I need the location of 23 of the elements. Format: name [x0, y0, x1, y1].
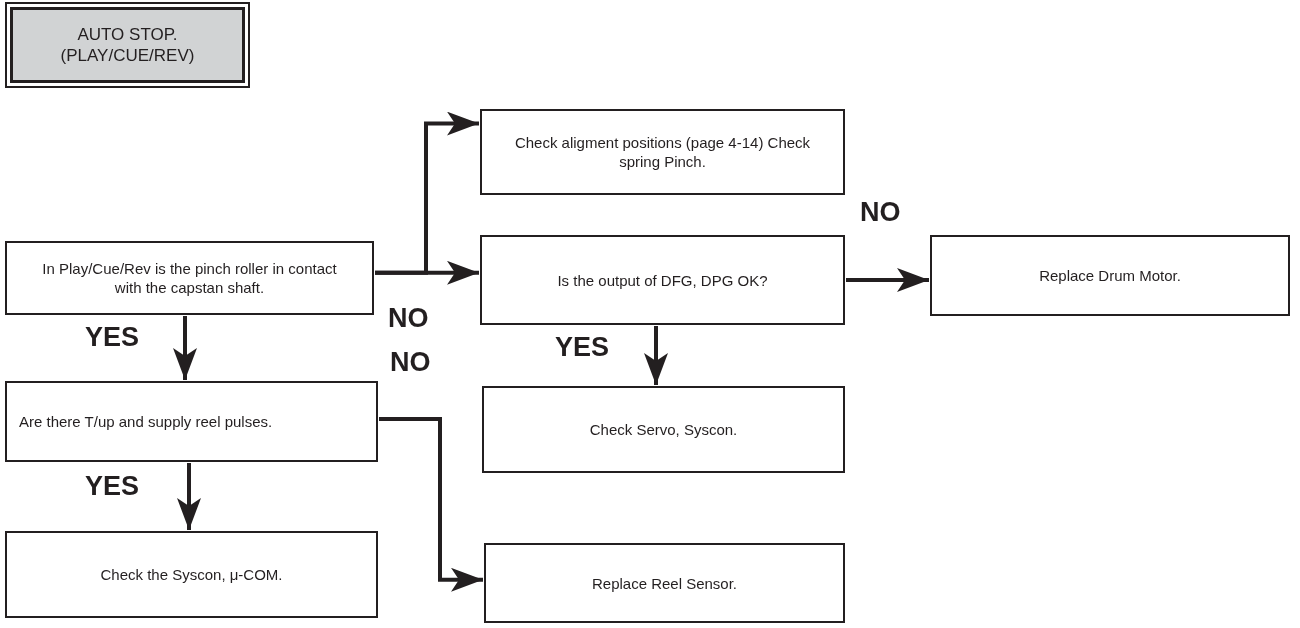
box-text: Replace Reel Sensor.	[590, 573, 739, 593]
process-box	[5, 381, 378, 462]
process-box	[480, 109, 845, 195]
box-text: Replace Drum Motor.	[1038, 266, 1182, 285]
box-text: AUTO STOP. (PLAY/CUE/REV)	[59, 24, 196, 66]
process-box	[5, 531, 378, 618]
box-text: Check Servo, Syscon.	[588, 420, 739, 439]
arrow	[379, 417, 483, 592]
box-text: Check aligment positions (page 4-14) Check spring Pinch.	[513, 133, 812, 171]
box-text: Check the Syscon, μ-COM.	[99, 565, 284, 584]
arrow	[177, 463, 201, 530]
process-box	[482, 386, 845, 473]
process-box	[930, 235, 1290, 316]
box-text: Are there T/up and supply reel pulses.	[19, 412, 274, 431]
process-box	[480, 235, 845, 325]
arrow	[846, 268, 929, 292]
arrow	[644, 326, 668, 385]
box-text: In Play/Cue/Rev is the pinch roller in contact with the capstan shaft.	[41, 259, 338, 297]
box-text: Is the output of DFG, DPG OK?	[556, 270, 769, 290]
arrow	[375, 260, 479, 285]
process-box	[484, 543, 845, 623]
arrow	[173, 316, 197, 380]
process-box	[5, 241, 374, 315]
